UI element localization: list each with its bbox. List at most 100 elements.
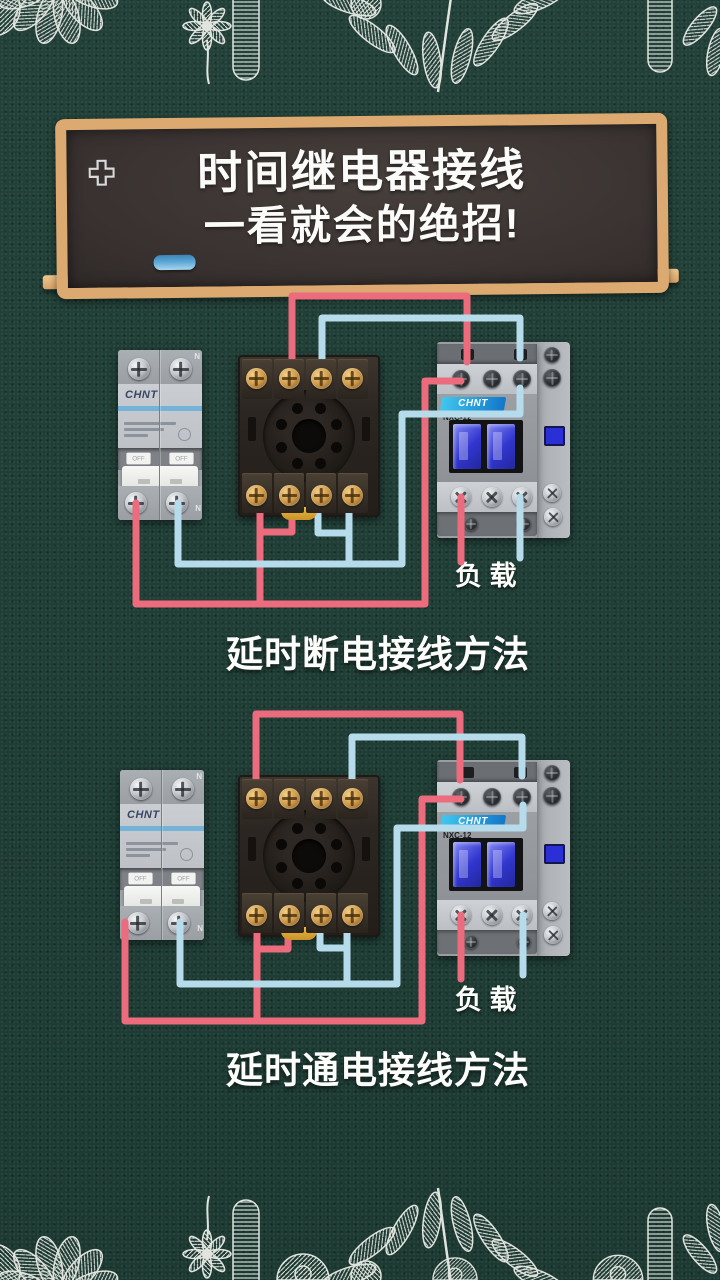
screw-icon (451, 905, 471, 925)
screw-icon (168, 912, 190, 934)
lace-band-bottom (0, 1186, 720, 1280)
lace-border-top (0, 0, 720, 94)
screw-icon (544, 765, 560, 781)
pin-hole (292, 878, 303, 889)
contactor-upper-strip (437, 364, 537, 394)
octal-ring (263, 810, 355, 902)
breaker-bottom-cap: N (118, 486, 202, 520)
screw-icon (311, 485, 332, 506)
contact-block (453, 424, 481, 469)
brand-label: CHNT (458, 816, 488, 827)
screw-icon (342, 788, 363, 809)
pin-hole (315, 878, 326, 889)
screw-icon (483, 788, 501, 806)
socket-terminal (338, 359, 368, 399)
screw-icon (543, 902, 561, 920)
indicator-window (544, 426, 565, 446)
blue-stripe (120, 826, 204, 831)
load-label: 负 载 (455, 561, 517, 591)
terminal-slot (514, 767, 527, 778)
contactor-side-column (535, 342, 570, 538)
screw-icon (513, 788, 531, 806)
eraser (153, 254, 196, 271)
socket-terminal (274, 473, 304, 513)
contactor-body: CHNT NXC-12 (437, 760, 537, 956)
socket-terminal (242, 779, 272, 819)
screw-icon (452, 370, 470, 388)
contactor-side-column (535, 760, 570, 956)
socket-terminal (338, 779, 368, 819)
terminal-slot (461, 349, 474, 360)
screw-icon (246, 485, 267, 506)
lace-dome (592, 1254, 644, 1280)
breaker-bottom-cap: N (120, 906, 204, 940)
screw-icon (451, 487, 471, 507)
socket-notch (248, 837, 256, 861)
diagram-caption: 延时通电接线方法 (226, 1050, 530, 1091)
contact-window (449, 838, 523, 891)
contactor-upper-strip (437, 782, 537, 812)
screw-icon (544, 926, 562, 944)
cert-badge (180, 848, 193, 861)
pin-hole (276, 419, 287, 430)
screw-icon (482, 905, 502, 925)
pin-hole (331, 442, 342, 453)
plus-icon (88, 159, 115, 186)
pin-hole (276, 442, 287, 453)
contactor: CHNT NXC-12 (437, 760, 570, 956)
socket-terminal (242, 893, 272, 933)
socket-notch (362, 837, 370, 861)
screw-icon (452, 788, 470, 806)
relay-socket (238, 775, 380, 940)
indicator-window (544, 844, 565, 864)
octal-ring (263, 390, 355, 482)
brand-banner: CHNT (439, 815, 507, 829)
screw-icon (483, 370, 501, 388)
brand-label: CHNT (125, 389, 158, 401)
contactor-bottom-terminals (437, 512, 537, 536)
screw-icon (311, 788, 332, 809)
socket-notch (362, 417, 370, 441)
circuit-breaker: N CHNT OFF OFF N (120, 770, 204, 940)
lace-dome (276, 1253, 330, 1280)
pin-hole (276, 862, 287, 873)
screw-icon (246, 368, 267, 389)
pin-hole (276, 839, 287, 850)
screw-icon (342, 905, 363, 926)
screw-icon (127, 912, 149, 934)
pole-divider (159, 350, 160, 520)
screw-icon (279, 485, 300, 506)
lace-dome (432, 1257, 478, 1280)
brand-banner: CHNT (439, 397, 507, 411)
screw-icon (125, 492, 147, 514)
blue-stripe (118, 406, 202, 411)
center-keyway (292, 419, 326, 453)
breaker-label-area: CHNT (120, 804, 204, 868)
contactor: CHNT NXC-12 (437, 342, 570, 538)
pin-hole (315, 403, 326, 414)
diagram-caption: 延时断电接线方法 (226, 634, 530, 675)
neutral-label: N (196, 772, 202, 781)
screw-icon (544, 508, 562, 526)
screw-icon (311, 368, 332, 389)
screw-icon (544, 347, 560, 363)
screw-icon (513, 370, 531, 388)
relay-socket (238, 355, 380, 520)
screw-icon (342, 485, 363, 506)
screw-icon (543, 484, 561, 502)
socket-terminal (338, 893, 368, 933)
pin-hole (331, 862, 342, 873)
socket-terminal (274, 359, 304, 399)
screw-icon (279, 788, 300, 809)
center-keyway (292, 839, 326, 873)
pin-hole (315, 823, 326, 834)
contactor-body: CHNT NXC-12 (437, 342, 537, 538)
socket-notch (248, 417, 256, 441)
screw-icon (517, 935, 531, 949)
breaker-top-cap: N (118, 350, 202, 384)
contactor-lower-strip (437, 900, 537, 930)
circuit-breaker: N CHNT OFF OFF N (118, 350, 202, 520)
screw-icon (543, 787, 561, 805)
pin-hole (292, 458, 303, 469)
